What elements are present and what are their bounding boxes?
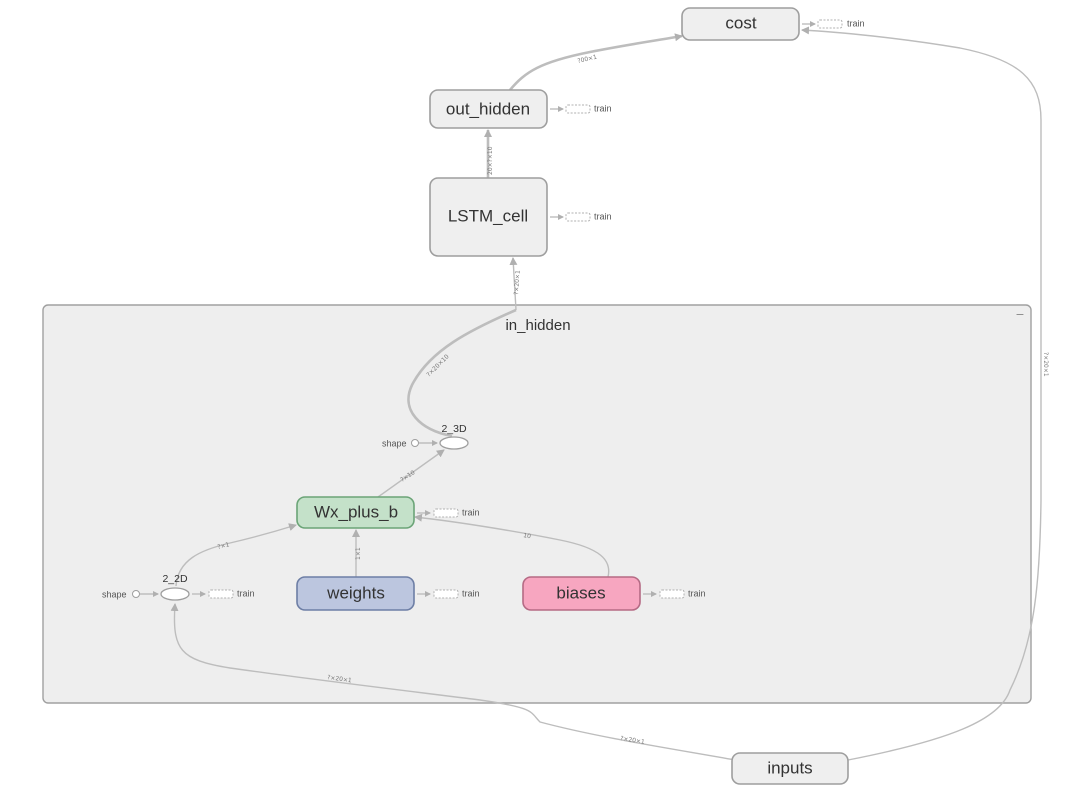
shape-2d-icon xyxy=(132,590,140,598)
edge-label-inputs-to-in: ?×20×1 xyxy=(620,735,646,746)
shape-const-2d[interactable]: shape xyxy=(102,589,140,599)
reshape-2d-train-link[interactable]: train xyxy=(192,588,255,599)
edge-label-inputs-branch: ?×20×1 xyxy=(327,674,353,684)
edge-2d-to-wx xyxy=(175,523,297,587)
biases-label: biases xyxy=(556,583,605,602)
edge-wx-to-3d xyxy=(377,449,445,498)
reshape-3d-op[interactable]: 2_3D xyxy=(439,423,469,450)
in-hidden-label: in_hidden xyxy=(505,317,570,334)
shape-2d-label: shape xyxy=(102,589,127,599)
shape-3d-label: shape xyxy=(382,438,407,448)
edge-inputs-to-2d xyxy=(170,603,736,761)
edge-biases-to-wx xyxy=(414,513,610,578)
reshape-2d-label: 2_2D xyxy=(162,573,188,585)
out-hidden-train-label: train xyxy=(594,103,612,113)
edge-in-to-lstm xyxy=(509,257,518,311)
biases-node[interactable]: biases xyxy=(522,576,641,611)
edge-label-in-to-lstm: ?×20×1 xyxy=(513,270,522,295)
wx-plus-b-train-label: train xyxy=(462,507,480,517)
shape-3d-icon xyxy=(411,439,419,447)
inputs-label: inputs xyxy=(767,758,812,777)
shape-const-3d[interactable]: shape xyxy=(382,438,419,448)
lstm-cell-node[interactable]: LSTM_cell xyxy=(429,177,548,257)
cost-label: cost xyxy=(725,13,756,32)
edge-label-2d-to-wx: ?×1 xyxy=(217,541,231,551)
wx-plus-b-label: Wx_plus_b xyxy=(314,502,398,521)
edge-label-weights-to-wx: 1×1 xyxy=(355,547,362,560)
reshape-2d-op[interactable]: 2_2D xyxy=(160,573,190,601)
weights-train-label: train xyxy=(462,588,480,598)
in-hidden-group[interactable]: in_hidden − xyxy=(42,304,1032,704)
weights-node[interactable]: weights xyxy=(296,576,415,611)
out-hidden-label: out_hidden xyxy=(446,99,530,118)
cost-node[interactable]: cost xyxy=(681,7,800,41)
edge-label-biases-to-wx: 10 xyxy=(523,532,532,540)
edge-label-inputs-to-cost: ?×20×1 xyxy=(1042,352,1049,377)
reshape-3d-label: 2_3D xyxy=(441,423,467,435)
weights-train-link[interactable]: train xyxy=(417,588,480,599)
edges xyxy=(140,26,1042,761)
lstm-cell-label: LSTM_cell xyxy=(448,206,528,225)
wx-plus-b-node[interactable]: Wx_plus_b xyxy=(296,496,415,529)
weights-label: weights xyxy=(326,583,385,602)
out-hidden-train-link[interactable]: train xyxy=(550,103,612,114)
wx-plus-b-train-link[interactable]: train xyxy=(417,507,480,518)
edge-inputs-to-cost xyxy=(801,26,1042,761)
cost-train-label: train xyxy=(847,18,865,28)
edge-3d-up xyxy=(407,308,517,438)
collapse-icon[interactable]: − xyxy=(1015,308,1024,321)
edge-label-out-to-cost: ?00×1 xyxy=(577,54,598,65)
biases-train-label: train xyxy=(688,588,706,598)
lstm-cell-train-link[interactable]: train xyxy=(550,211,612,222)
reshape-2d-train-label: train xyxy=(237,588,255,598)
cost-train-link[interactable]: train xyxy=(802,18,865,29)
edge-out-to-cost xyxy=(509,33,683,91)
out-hidden-node[interactable]: out_hidden xyxy=(429,89,548,129)
edge-label-lstm-to-out: 20×?×10 xyxy=(487,146,494,175)
inputs-node[interactable]: inputs xyxy=(731,752,849,785)
lstm-cell-train-label: train xyxy=(594,211,612,221)
biases-train-link[interactable]: train xyxy=(643,588,706,599)
